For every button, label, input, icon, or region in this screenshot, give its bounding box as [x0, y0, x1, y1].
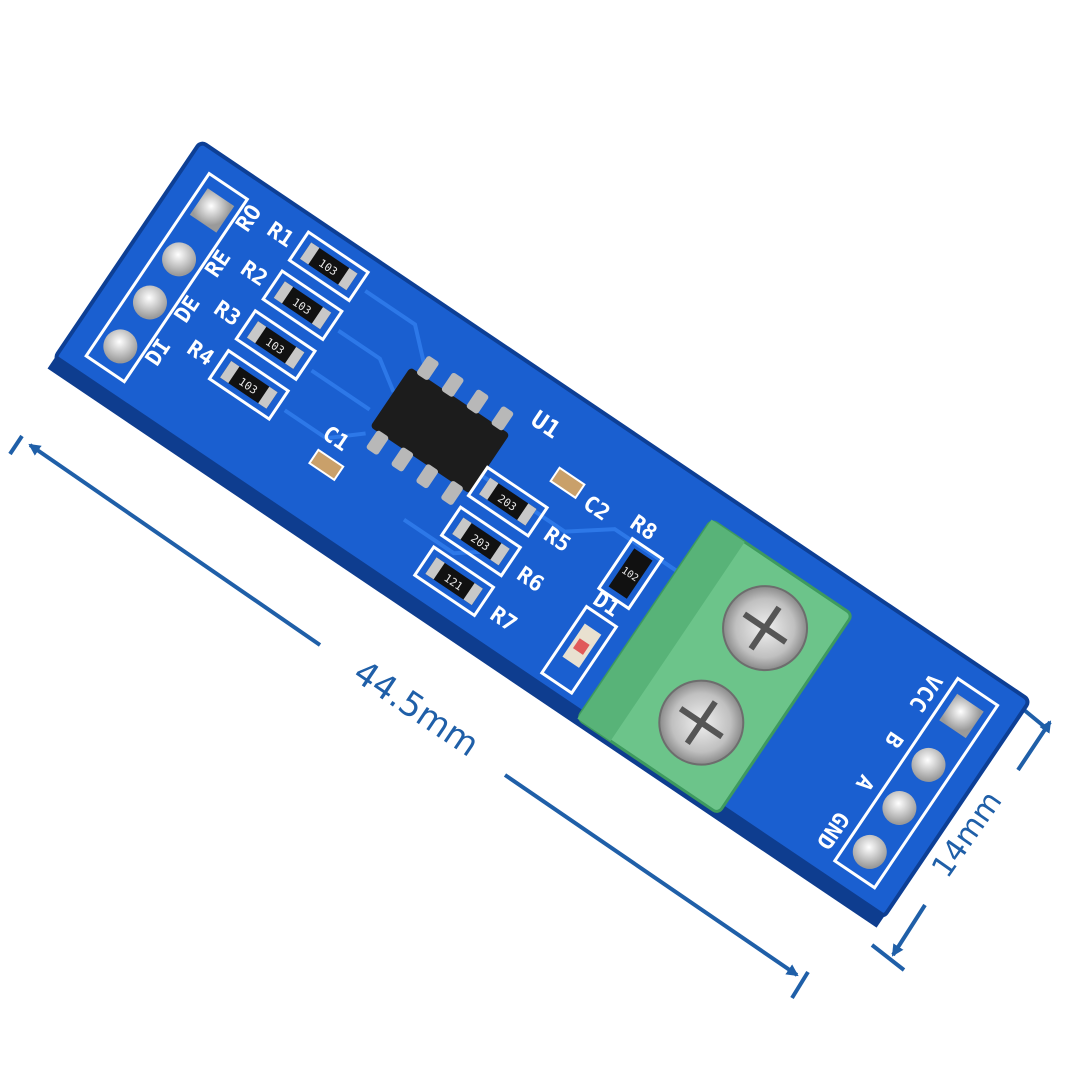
- length-arrow-left: [28, 443, 322, 647]
- screw-terminal: [577, 519, 852, 813]
- pin-pad: [852, 834, 887, 869]
- pin-pad: [911, 747, 946, 782]
- resistor-r1: 103 R1: [262, 217, 371, 303]
- pin-pad: [189, 188, 235, 233]
- length-label: 44.5mm: [346, 653, 486, 766]
- pin-pad: [882, 790, 917, 825]
- pin-pad: [939, 693, 984, 739]
- width-arrow-bottom: [891, 903, 927, 957]
- pin-pad: [132, 285, 167, 320]
- resistor-r2: 103 R2: [236, 256, 344, 342]
- pin-pad: [103, 329, 138, 364]
- resistor-r8: 102 R8: [596, 511, 665, 611]
- pin-pad: [162, 242, 197, 277]
- width-arrow-top: [1016, 720, 1052, 772]
- length-arrow-right: [503, 773, 799, 977]
- rs485-module-board: RO RE DE DI 103 R1 103 R2 103: [47, 141, 1030, 928]
